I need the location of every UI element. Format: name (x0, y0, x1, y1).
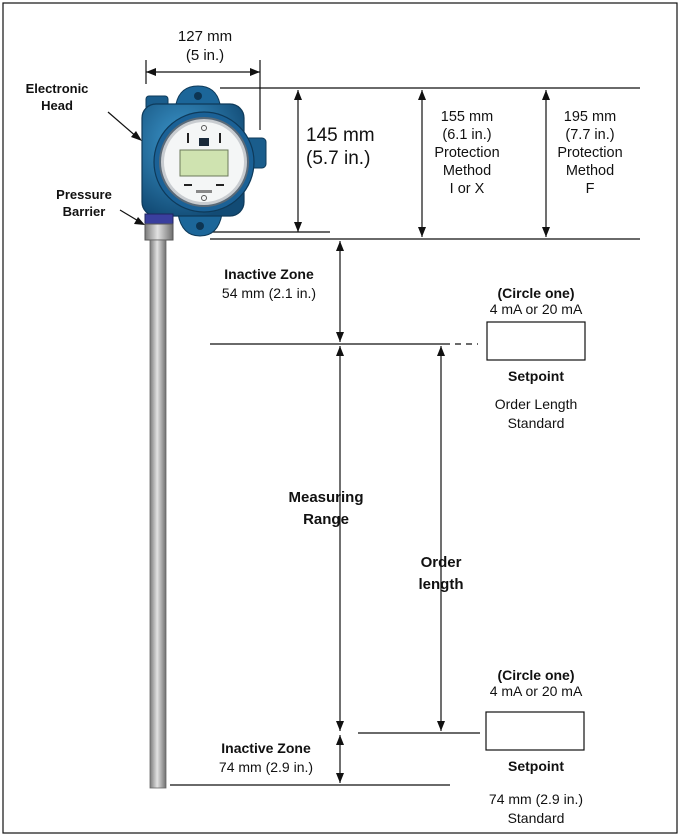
logo-mark (199, 138, 209, 146)
inactive-top-arrow-up (336, 241, 344, 251)
order-length-arrow-down (437, 721, 445, 731)
setpoint-bottom-label: Setpoint (508, 758, 564, 774)
setpoint-bottom-input-box[interactable] (485, 711, 585, 751)
mount-hole-bottom (196, 222, 204, 230)
svg-text:Method: Method (443, 163, 491, 179)
order-length-arrow-up (437, 346, 445, 356)
setpoint-bottom-note-1: 74 mm (2.9 in.) (489, 791, 583, 807)
pressure-barrier-label-1: Pressure (56, 187, 112, 202)
prot-ix-arrow-top (418, 90, 426, 100)
svg-text:(6.1 in.): (6.1 in.) (442, 127, 491, 143)
button-down-icon (201, 195, 207, 201)
measuring-range-label-2: Range (303, 511, 349, 528)
setpoint-bottom-options: 4 mA or 20 mA (490, 683, 583, 699)
width-arrow-left (146, 68, 156, 76)
setpoint-top-label: Setpoint (508, 368, 564, 384)
setpoint-top-input-box[interactable] (486, 321, 586, 361)
svg-text:(7.7 in.): (7.7 in.) (565, 127, 614, 143)
inactive-bottom-arrow-up (336, 735, 344, 745)
inactive-top-title: Inactive Zone (224, 266, 314, 282)
setpoint-bottom-note-2: Standard (508, 810, 565, 826)
inactive-bottom-arrow-down (336, 773, 344, 783)
callout-arrow-barrier (134, 217, 145, 225)
setpoint-top-options: 4 mA or 20 mA (490, 301, 583, 317)
setpoint-top-note-2: Standard (508, 415, 565, 431)
callout-arrow-head (131, 131, 142, 141)
setpoint-top-note-1: Order Length (495, 396, 578, 412)
svg-text:I or X: I or X (450, 181, 485, 197)
svg-text:F: F (586, 181, 595, 197)
pressure-barrier-label-2: Barrier (63, 204, 106, 219)
head-mm: 145 mm (306, 125, 375, 146)
prot-ix-label: 155 mm (6.1 in.) Protection Method I or … (434, 109, 499, 197)
lcd-display (179, 149, 229, 177)
button-up-icon (201, 125, 207, 131)
prot-ix-arrow-bottom (418, 227, 426, 237)
inactive-top-arrow-down (336, 332, 344, 342)
measuring-range-label-1: Measuring (288, 489, 363, 506)
width-in: (5 in.) (186, 47, 224, 64)
electronic-head-housing (141, 85, 267, 237)
svg-text:155 mm: 155 mm (441, 109, 493, 125)
inactive-bottom-value: 74 mm (2.9 in.) (219, 759, 313, 775)
mount-hole-top (194, 92, 202, 100)
measuring-arrow-up (336, 346, 344, 356)
width-mm: 127 mm (178, 28, 232, 45)
svg-text:Protection: Protection (557, 145, 622, 161)
width-arrow-right (250, 68, 260, 76)
inactive-bottom-title: Inactive Zone (221, 740, 311, 756)
order-length-label-1: Order (421, 554, 462, 571)
svg-text:Protection: Protection (434, 145, 499, 161)
head-arrow-top (294, 90, 302, 100)
head-in: (5.7 in.) (306, 148, 370, 169)
probe-rod (149, 239, 167, 789)
setpoint-top-circle-one: (Circle one) (497, 285, 574, 301)
svg-text:195 mm: 195 mm (564, 109, 616, 125)
svg-text:Method: Method (566, 163, 614, 179)
setpoint-bottom-circle-one: (Circle one) (497, 667, 574, 683)
prot-f-label: 195 mm (7.7 in.) Protection Method F (557, 109, 622, 197)
electronic-head-label-1: Electronic (26, 81, 89, 96)
order-length-label-2: length (419, 576, 464, 593)
electronic-head-label-2: Head (41, 98, 73, 113)
inactive-top-value: 54 mm (2.1 in.) (222, 285, 316, 301)
prot-f-arrow-bottom (542, 227, 550, 237)
measuring-arrow-down (336, 721, 344, 731)
brand-text-mark (196, 190, 212, 193)
callout-line-head (107, 111, 139, 139)
head-arrow-bottom (294, 222, 302, 232)
pressure-barrier-fitting (144, 223, 174, 241)
prot-f-arrow-top (542, 90, 550, 100)
